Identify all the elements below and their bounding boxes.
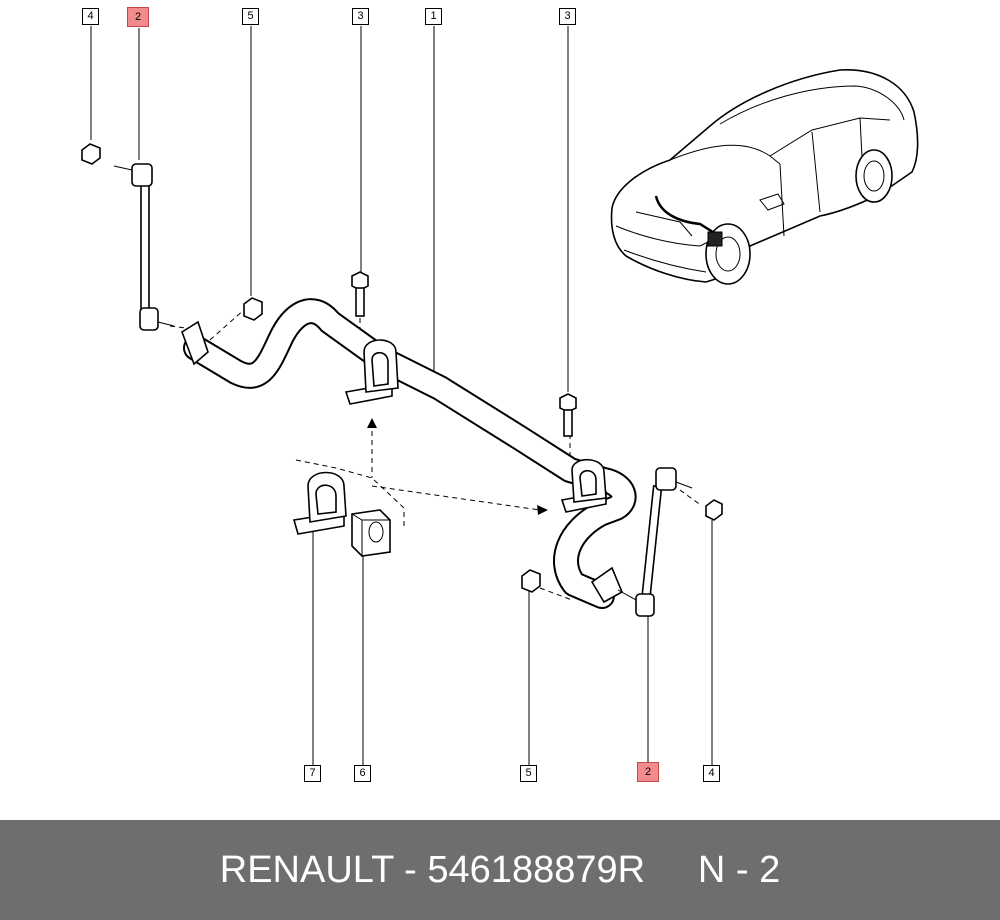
callout-part-5-top: 5 [242, 8, 259, 25]
arrow-up-icon [367, 418, 377, 428]
callout-part-1-top: 1 [425, 8, 442, 25]
leader-lines [90, 26, 713, 765]
callout-part-7-bottom: 7 [304, 765, 321, 782]
brand-name: RENAULT [219, 849, 394, 891]
vehicle-locator-illustration [610, 69, 919, 285]
callout-part-4-top: 4 [82, 8, 99, 25]
bushing-clamp-right [560, 458, 607, 513]
link-rod-left [113, 163, 175, 331]
callout-part-3-top-right: 3 [559, 8, 576, 25]
bar-end-bracket-left [181, 320, 209, 366]
spacer [645, 849, 698, 891]
diagram-reference: N - 2 [697, 849, 781, 891]
nut-part-4-bottom [705, 499, 723, 521]
footer-banner: RENAULT - 546188879R N - 2 [0, 820, 1000, 920]
clamp-bracket-part-7 [292, 471, 347, 535]
bolt-part-3-right [559, 393, 577, 437]
callout-part-4-bottom: 4 [703, 765, 720, 782]
bushing-clamp-left [344, 339, 399, 405]
callout-part-5-bottom: 5 [520, 765, 537, 782]
callout-part-6-bottom: 6 [354, 765, 371, 782]
arrow-right-icon [537, 505, 548, 515]
nut-part-5-bottom [521, 569, 541, 593]
nut-part-4-top [81, 143, 101, 165]
callout-part-2-bottom-highlighted: 2 [637, 762, 659, 782]
rubber-bushing-part-6 [351, 509, 391, 557]
callout-part-3-top-left: 3 [352, 8, 369, 25]
separator: - [393, 849, 428, 891]
part-number: 546188879R [427, 849, 646, 891]
dashed-guides [169, 300, 703, 601]
stabilizer-bar [183, 298, 637, 609]
nut-part-5-top [243, 297, 263, 321]
bolt-part-3-left [351, 271, 369, 317]
footer-caption: RENAULT - 546188879R N - 2 [0, 820, 1000, 920]
link-rod-right [617, 467, 693, 617]
callout-part-2-top-highlighted: 2 [127, 7, 149, 27]
exploded-parts-diagram [81, 26, 919, 765]
